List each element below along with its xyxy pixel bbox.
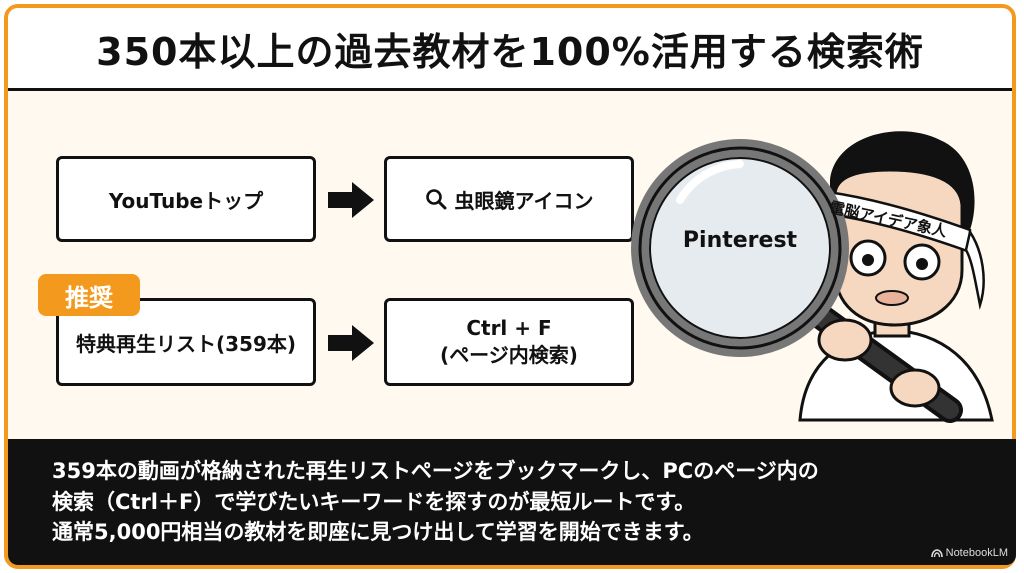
- step-youtube-top: YouTubeトップ: [56, 156, 316, 242]
- watermark-text: NotebookLM: [945, 547, 1008, 559]
- step-ctrl-f-label: Ctrl + F: [466, 316, 552, 340]
- search-icon: [425, 189, 446, 210]
- step-search-icon-label: 虫眼鏡アイコン: [454, 188, 594, 213]
- character-with-magnifier-illustration: [631, 131, 994, 423]
- notebooklm-logo-icon: [930, 548, 943, 557]
- caption-line-3: 通常5,000円相当の教材を即座に見つけ出して学習を開始できます。: [52, 520, 704, 545]
- step-ctrl-f: Ctrl + F (ページ内検索): [384, 298, 634, 386]
- step-search-icon: 虫眼鏡アイコン: [384, 156, 634, 242]
- watermark: NotebookLM: [930, 547, 1008, 559]
- arrow-right-icon: [328, 325, 374, 361]
- caption-panel: 359本の動画が格納された再生リストページをブックマークし、PCのページ内の 検…: [8, 439, 1016, 565]
- page-title: 350本以上の過去教材を100%活用する検索術: [96, 29, 924, 74]
- title-bar: 350本以上の過去教材を100%活用する検索術: [8, 8, 1012, 91]
- step-youtube-top-label: YouTubeトップ: [108, 188, 264, 213]
- caption-line-1: 359本の動画が格納された再生リストページをブックマークし、PCのページ内の: [52, 459, 819, 484]
- step-ctrl-f-sublabel: (ページ内検索): [440, 343, 578, 367]
- caption-line-2: 検索（Ctrl＋F）で学びたいキーワードを探すのが最短ルートです。: [52, 489, 696, 514]
- step-bonus-playlist-label: 特典再生リスト(359本): [75, 331, 297, 356]
- magnifier-label: Pinterest: [682, 228, 798, 253]
- recommended-badge: 推奨: [38, 274, 140, 316]
- arrow-right-icon: [328, 182, 374, 218]
